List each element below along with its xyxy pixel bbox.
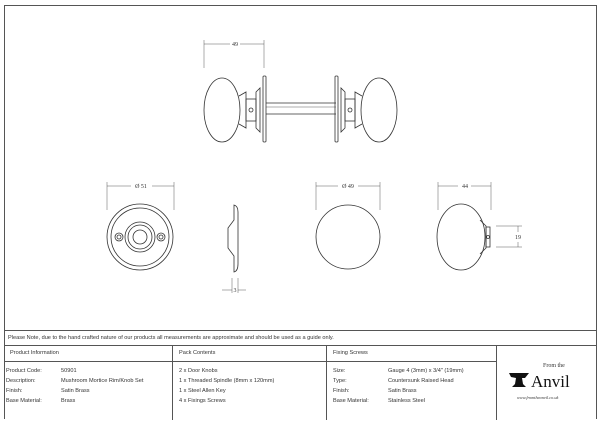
screw-value: Satin Brass [388, 388, 417, 394]
info-row: Finish: Satin Brass [4, 386, 172, 396]
info-label: Finish: [6, 388, 23, 394]
info-row: Product Code: 50901 [4, 366, 172, 376]
pack-item: 1 x Steel Allen Key [179, 388, 226, 394]
pack-contents-heading: Pack Contents [173, 346, 326, 362]
screw-value: Stainless Steel [388, 398, 426, 404]
pack-contents-section: Pack Contents 2 x Door Knobs 1 x Threade… [173, 346, 327, 420]
assembly-side-view: 49 [203, 40, 398, 143]
info-label: Description: [6, 378, 36, 384]
dim-rose-thickness: 3 [234, 288, 237, 294]
disclaimer-note: Please Note, due to the hand crafted nat… [4, 331, 596, 346]
screw-label: Base Material: [333, 398, 369, 404]
dim-neck-diameter: 19 [515, 235, 521, 241]
pack-item: 4 x Fixings Screws [179, 398, 226, 404]
screw-value: Countersunk Raised Head [388, 378, 454, 384]
drawing-frame [4, 5, 597, 419]
info-label: Product Code: [6, 368, 42, 374]
screw-row: Finish: Satin Brass [327, 386, 496, 396]
screw-value: Gauge 4 (3mm) x 3/4" (19mm) [388, 368, 464, 374]
logo-url: www.fromtheanvil.co.uk [517, 395, 559, 400]
knob-front-view: Ø 49 [315, 182, 381, 270]
info-value: 50901 [61, 368, 77, 374]
screw-label: Finish: [333, 388, 350, 394]
fixing-screws-heading: Fixing Screws [327, 346, 496, 362]
screw-label: Type: [333, 378, 347, 384]
screw-row: Size: Gauge 4 (3mm) x 3/4" (19mm) [327, 366, 496, 376]
pack-item: 1 x Threaded Spindle (8mm x 120mm) [179, 378, 275, 384]
dim-knob-depth: 49 [232, 42, 238, 48]
rose-side-view: 3 [222, 204, 246, 294]
info-value: Mushroom Mortice Rim/Knob Set [61, 378, 144, 384]
info-label: Base Material: [6, 398, 42, 404]
screw-row: Base Material: Stainless Steel [327, 396, 496, 406]
dim-knob-projection: 44 [462, 184, 468, 190]
info-row: Description: Mushroom Mortice Rim/Knob Se… [4, 376, 172, 386]
dim-rose-diameter: Ø 51 [135, 184, 147, 190]
logo-small-text: From the [543, 363, 565, 369]
dim-knob-diameter: Ø 49 [342, 184, 354, 190]
pack-item: 2 x Door Knobs [179, 368, 218, 374]
knob-side-view: 44 19 [436, 182, 522, 271]
fixing-screws-section: Fixing Screws Size: Gauge 4 (3mm) x 3/4" … [327, 346, 497, 420]
info-value: Satin Brass [61, 388, 90, 394]
screw-label: Size: [333, 368, 346, 374]
product-info-section: Product Information Product Code: 50901 D… [4, 346, 173, 420]
product-info-heading: Product Information [4, 346, 172, 362]
screw-row: Type: Countersunk Raised Head [327, 376, 496, 386]
anvil-logo-icon: From the Anvil www.fromtheanvil.co.uk [509, 363, 570, 400]
logo-big-text: Anvil [531, 372, 570, 391]
info-value: Brass [61, 398, 76, 404]
info-row: Base Material: Brass [4, 396, 172, 406]
from-the-anvil-logo: From the Anvil www.fromtheanvil.co.uk [497, 346, 596, 420]
spec-table: Please Note, due to the hand crafted nat… [4, 330, 596, 420]
rose-front-view: Ø 51 [106, 182, 175, 271]
